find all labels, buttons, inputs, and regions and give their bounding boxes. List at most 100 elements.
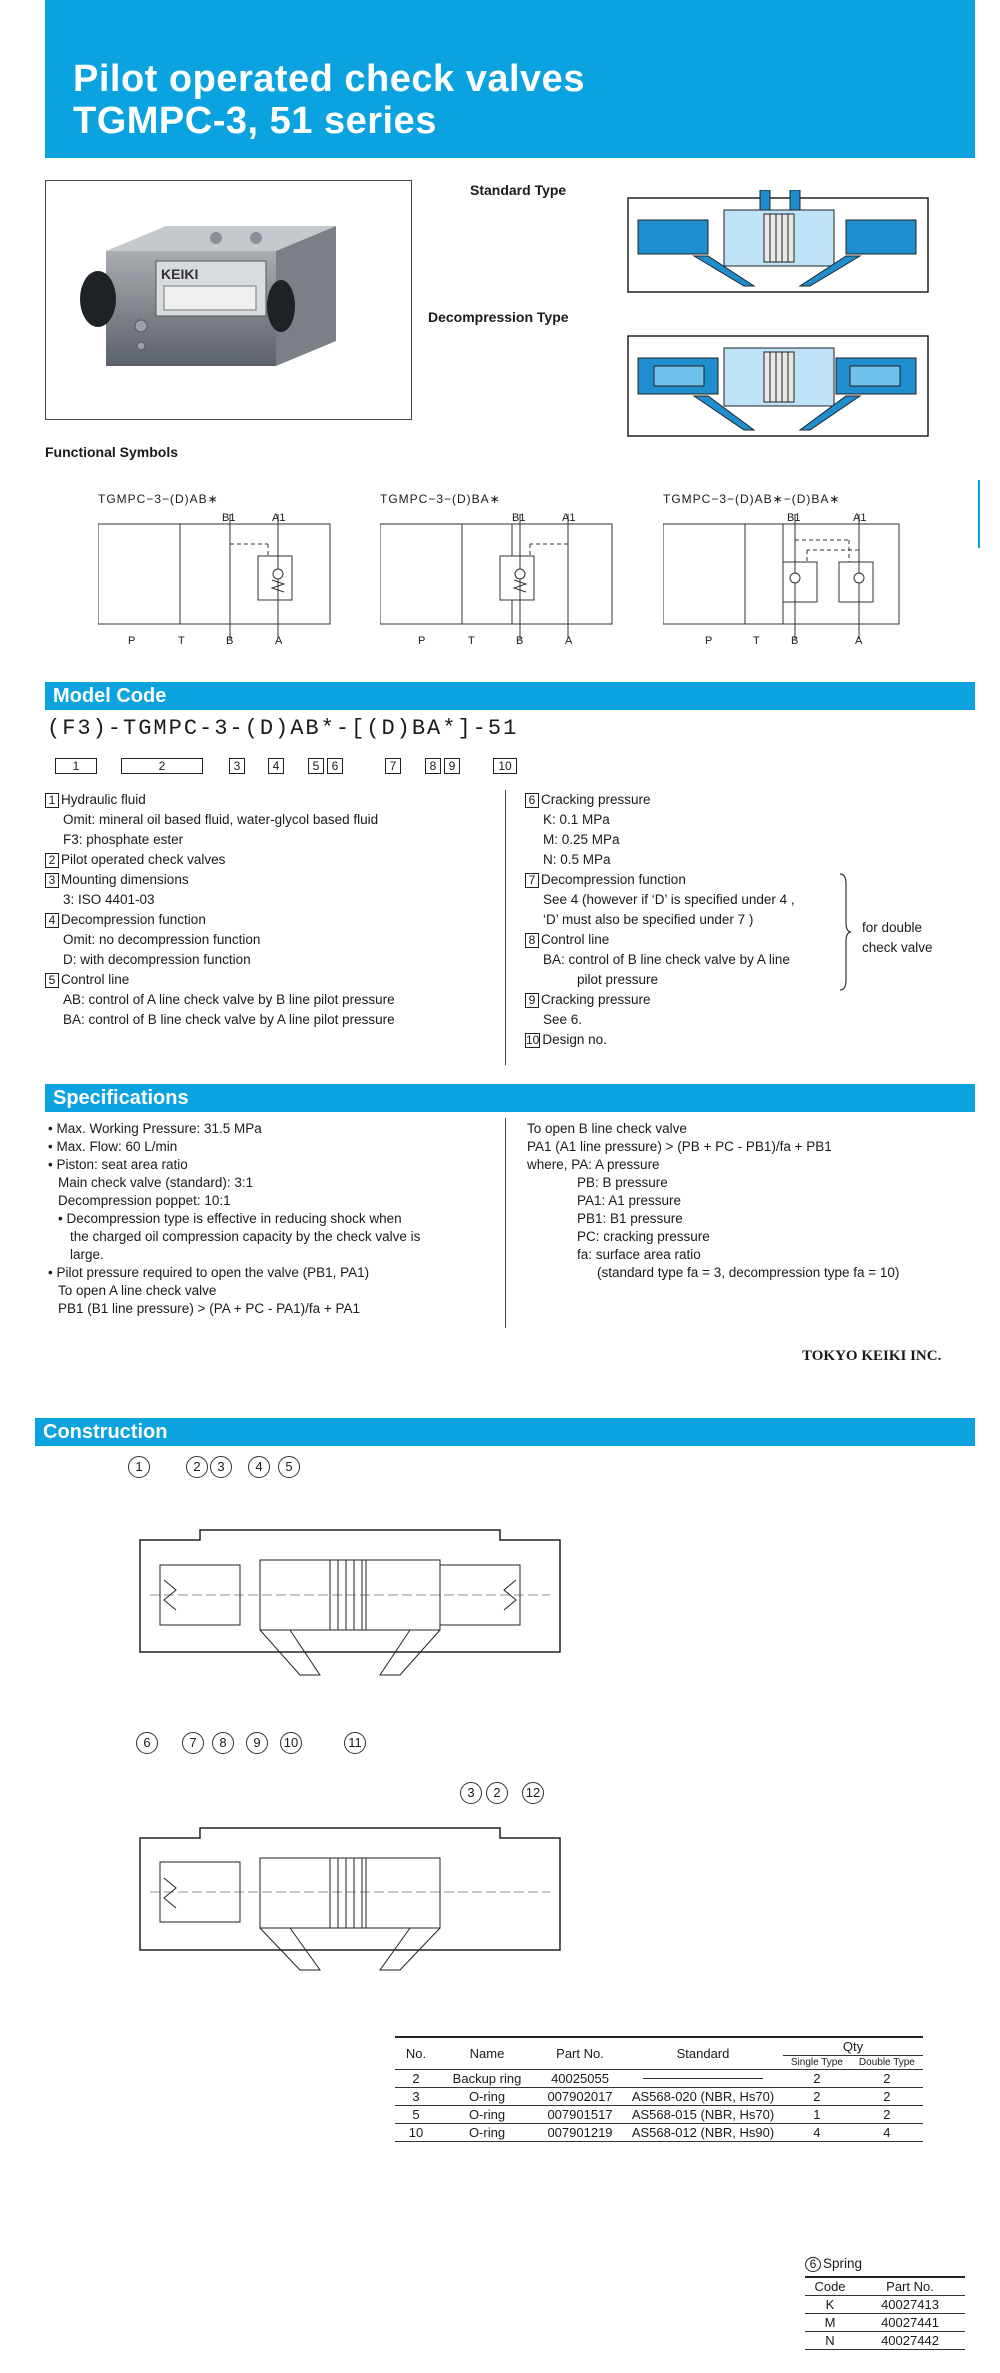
text: Double Type (850, 2055, 923, 2070)
text: Single Type (783, 2055, 851, 2070)
spec-line: large. (70, 1247, 104, 1262)
construction-drawing-single (120, 1810, 580, 1990)
page-title-line2: TGMPC-3, 51 series (73, 100, 437, 142)
callout: 4 (248, 1456, 270, 1478)
port-label: A (275, 635, 283, 647)
code-box: 7 (385, 758, 401, 774)
text: 2 (783, 2087, 851, 2106)
text: No. (395, 2036, 437, 2070)
symbol-ba: TGMPC−3−(D)BA∗ B1 A1 P T B A (380, 492, 615, 652)
text: 10 (525, 1033, 541, 1048)
callout: 8 (212, 1732, 234, 1754)
page-title-line1: Pilot operated check valves (73, 58, 585, 100)
text: 1 (783, 2105, 851, 2124)
text: Part No. (855, 2276, 965, 2296)
spec-line: where, PA: A pressure (527, 1157, 660, 1172)
text: 4 (850, 2123, 923, 2142)
spec-line: PA1: A1 pressure (577, 1193, 682, 1208)
port-label: A1 (272, 512, 286, 524)
spec-line: To open A line check valve (58, 1283, 217, 1298)
callout: 1 (128, 1456, 150, 1478)
list-item: BA: control of B line check valve by A l… (543, 952, 790, 967)
brand-logo: KEIKI (161, 266, 198, 282)
list-item: 3: ISO 4401-03 (63, 892, 155, 907)
text: for double (862, 920, 923, 935)
spec-line: PB: B pressure (577, 1175, 668, 1190)
text: Hydraulic fluid (61, 792, 146, 807)
text: Code (805, 2276, 855, 2296)
port-label: A1 (562, 512, 576, 524)
spec-line: Main check valve (standard): 3:1 (58, 1175, 254, 1190)
text: 8 (525, 933, 539, 948)
spec-line: PB1: B1 pressure (577, 1211, 683, 1226)
list-item: AB: control of A line check valve by B l… (63, 992, 395, 1007)
text: 6 (525, 793, 539, 808)
callout: 7 (182, 1732, 204, 1754)
code-box: 10 (493, 758, 517, 774)
text: Qty (783, 2036, 923, 2056)
code-box: 4 (268, 758, 284, 774)
text: 1 (45, 793, 59, 808)
text: 5 (395, 2105, 437, 2124)
code-box: 1 (55, 758, 97, 774)
port-label: P (705, 635, 713, 647)
port-label: B1 (787, 512, 801, 524)
text: check valve (862, 940, 933, 955)
construction-drawing-double (120, 1480, 580, 1730)
text: Design no. (542, 1032, 607, 1047)
spec-line: fa: surface area ratio (577, 1247, 701, 1262)
port-label: T (753, 635, 760, 647)
symbol-code: TGMPC−3−(D)AB∗ (98, 492, 219, 506)
spec-line: Decompression poppet: 10:1 (58, 1193, 231, 1208)
spec-line: • Max. Flow: 60 L/min (48, 1139, 178, 1154)
symbol-code: TGMPC−3−(D)BA∗ (380, 492, 501, 506)
text: 2 (850, 2105, 923, 2124)
text: 3 (395, 2087, 437, 2106)
text: 4 (783, 2123, 851, 2142)
text: Standard (623, 2036, 783, 2070)
text: M (805, 2313, 855, 2332)
list-item: M: 0.25 MPa (543, 832, 620, 847)
text: Pilot operated check valves (61, 852, 226, 867)
model-code-heading: Model Code (45, 682, 975, 710)
text: AS568-015 (NBR, Hs70) (623, 2105, 783, 2124)
code-box: 2 (121, 758, 203, 774)
port-label: P (418, 635, 426, 647)
list-item: F3: phosphate ester (63, 832, 184, 847)
code-box: 6 (327, 758, 343, 774)
page-edge-marker (978, 480, 980, 548)
port-label: P (128, 635, 136, 647)
callout: 10 (280, 1732, 302, 1754)
callout: 9 (246, 1732, 268, 1754)
port-label: A (565, 635, 573, 647)
text: 40027441 (855, 2313, 965, 2332)
text: Control line (541, 932, 610, 947)
list-item: ‘D’ must also be specified under 7 ) (543, 912, 754, 927)
port-label: B1 (222, 512, 236, 524)
text: Decompression function (541, 872, 686, 887)
port-label: B (791, 635, 799, 647)
text: AS568-012 (NBR, Hs90) (623, 2123, 783, 2142)
spec-line: • Piston: seat area ratio (48, 1157, 188, 1172)
decompression-type-section-diagram (624, 330, 940, 450)
callout: 3 (460, 1782, 482, 1804)
text: N (805, 2331, 855, 2350)
curly-brace (838, 872, 852, 992)
double-valve-note: for double check valve (862, 918, 933, 958)
symbol-code: TGMPC−3−(D)AB∗−(D)BA∗ (663, 492, 841, 506)
list-item: K: 0.1 MPa (543, 812, 610, 827)
column-divider (505, 1118, 506, 1328)
text: 6 (805, 2257, 821, 2272)
text: Cracking pressure (541, 792, 651, 807)
text: 007901517 (537, 2105, 623, 2124)
standard-type-section-diagram (624, 189, 940, 300)
